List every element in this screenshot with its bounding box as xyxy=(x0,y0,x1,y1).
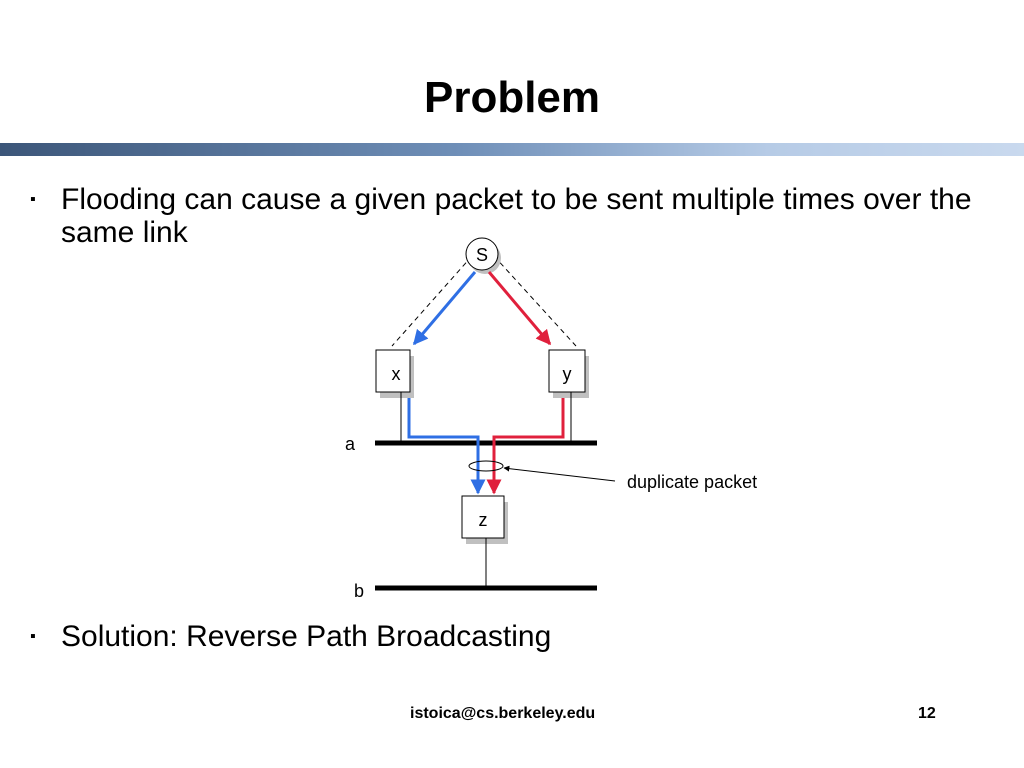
lan-a-label: a xyxy=(345,434,356,454)
duplicate-pointer-arrow xyxy=(503,465,616,482)
node-s: S xyxy=(465,237,501,274)
lan-b-label: b xyxy=(354,581,364,601)
bullet-text: Solution: Reverse Path Broadcasting xyxy=(61,620,552,653)
node-x: x xyxy=(375,349,414,398)
node-y-label: y xyxy=(563,364,572,384)
bullet-marker: ▪ xyxy=(30,628,36,645)
node-z: z xyxy=(461,495,508,544)
bullet-item-flooding: ▪ Flooding can cause a given packet to b… xyxy=(30,183,990,249)
blue-arrow-x-to-z xyxy=(407,398,486,495)
link-s-y xyxy=(493,255,577,347)
node-y: y xyxy=(548,349,589,398)
bullet-text: Flooding can cause a given packet to be … xyxy=(61,183,972,249)
bullet-marker: ▪ xyxy=(30,191,36,208)
footer-email: istoica@cs.berkeley.edu xyxy=(410,705,596,722)
node-x-label: x xyxy=(392,364,401,384)
bullet-item-solution: ▪ Solution: Reverse Path Broadcasting xyxy=(30,620,990,653)
red-arrow-y-to-z xyxy=(486,398,565,495)
duplicate-highlight-ellipse xyxy=(468,460,504,472)
title-divider-bar xyxy=(0,143,1024,156)
link-s-x xyxy=(391,255,473,347)
node-s-label: S xyxy=(476,245,488,265)
duplicate-packet-label: duplicate packet xyxy=(627,472,757,492)
blue-arrow-s-to-x xyxy=(412,271,477,346)
red-arrow-s-to-y xyxy=(487,271,552,346)
node-z-label: z xyxy=(479,510,488,530)
page-number: 12 xyxy=(918,705,936,722)
slide-title: Problem xyxy=(423,73,601,122)
